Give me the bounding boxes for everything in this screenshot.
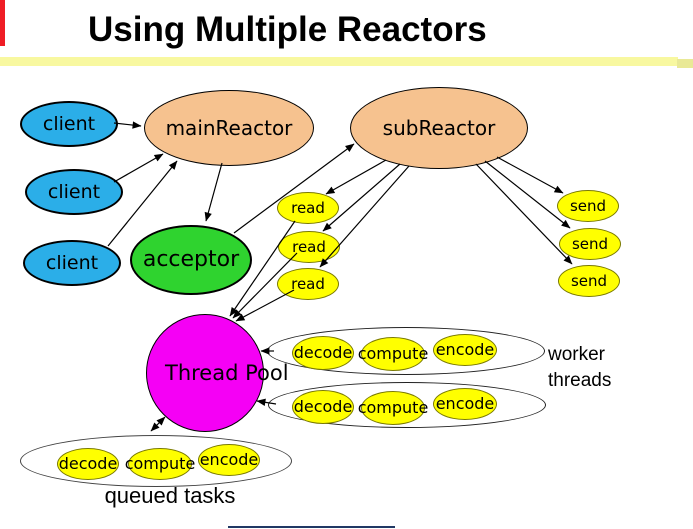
accent-bar <box>0 0 5 46</box>
arrow-client2-mainreactor <box>113 153 164 183</box>
main-reactor-node: mainReactor <box>144 90 314 166</box>
worker1-compute-node: compute <box>358 337 428 371</box>
worker2-compute-node: compute <box>358 391 428 425</box>
arrow-threadpool-queue-bidirectional <box>150 416 166 432</box>
sub-reactor-node: subReactor <box>350 87 528 169</box>
arrow-subreactor-read2 <box>322 163 401 232</box>
thread-pool-label: Thread Pool <box>165 360 289 385</box>
worker-threads-label: worker threads <box>548 344 612 391</box>
worker2-decode-node: decode <box>292 390 354 424</box>
worker1-decode-node: decode <box>292 336 354 370</box>
title-underline <box>0 57 678 66</box>
queued-compute-node: compute <box>125 448 195 480</box>
send-node-3: send <box>558 265 620 297</box>
read-node-1: read <box>277 192 339 224</box>
arrow-subreactor-read1 <box>325 159 387 195</box>
send-node-1: send <box>557 190 619 222</box>
page-title: Using Multiple Reactors <box>88 10 487 49</box>
arrow-subreactor-send1 <box>496 156 564 194</box>
send-node-2: send <box>559 228 621 260</box>
worker1-encode-node: encode <box>433 334 497 366</box>
title-underline-cap <box>677 59 693 68</box>
client-node-2: client <box>25 169 123 215</box>
read-node-2: read <box>278 231 340 263</box>
queued-tasks-label: queued tasks <box>104 483 236 508</box>
client-node-3: client <box>23 240 121 286</box>
arrow-mainreactor-acceptor <box>204 162 223 222</box>
worker2-encode-node: encode <box>433 388 497 420</box>
read-node-3: read <box>277 268 339 300</box>
queued-decode-node: decode <box>57 448 119 480</box>
arrow-subreactor-send2 <box>484 160 571 229</box>
thread-pool-node: Thread Pool <box>146 314 289 432</box>
arrow-client1-mainreactor <box>113 121 142 129</box>
acceptor-node: acceptor <box>130 225 252 295</box>
client-node-1: client <box>20 101 118 147</box>
arrow-subreactor-send3 <box>475 163 573 265</box>
footer-line <box>228 526 395 528</box>
queued-encode-node: encode <box>198 444 260 476</box>
